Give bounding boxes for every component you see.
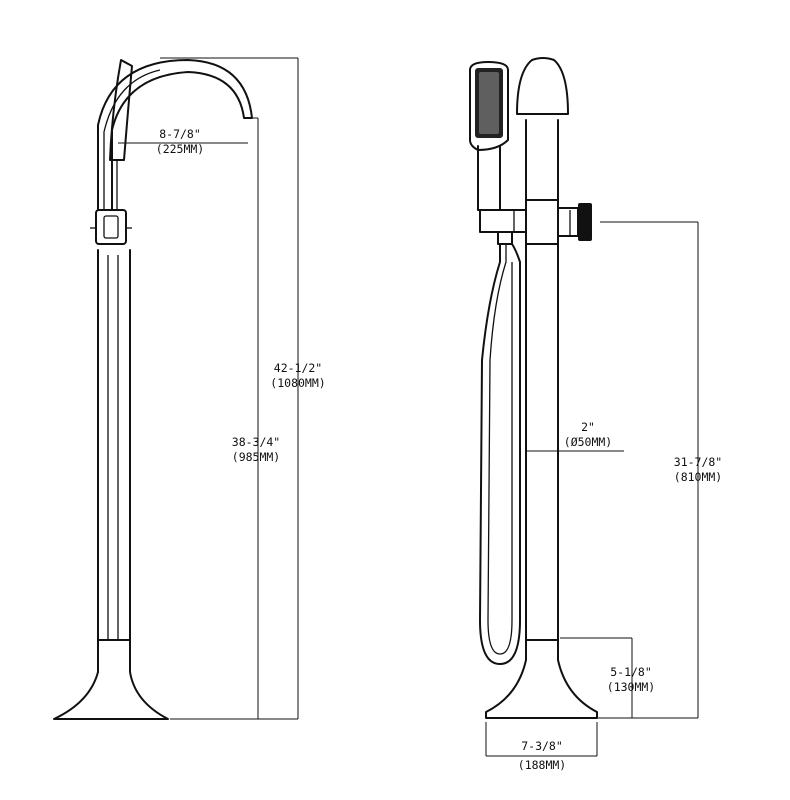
front-base (485, 639, 598, 719)
front-cap (516, 57, 569, 115)
handle-height-imperial: 31-7/8" (674, 455, 722, 469)
base-height-imperial: 5-1/8" (610, 665, 652, 679)
side-dimensions: 8-7/8" (225MM) 42-1/2" (1080MM) 38-3/4" … (118, 57, 326, 720)
front-view (469, 57, 598, 719)
front-handshower-head (469, 61, 509, 151)
base-width-metric: (188MM) (518, 758, 566, 772)
base-height-metric: (130MM) (607, 680, 655, 694)
base-width-imperial: 7-3/8" (521, 739, 563, 753)
front-hose (479, 243, 521, 665)
overall-height-metric: (1080MM) (270, 376, 325, 390)
front-lever-handle (578, 203, 592, 241)
side-view (53, 59, 258, 720)
spout-height-imperial: 38-3/4" (232, 435, 280, 449)
spout-reach-metric: (225MM) (156, 142, 204, 156)
side-base (53, 639, 169, 720)
front-dimensions: 2" (Ø50MM) 31-7/8" (810MM) 5-1/8" (130MM… (485, 221, 722, 772)
front-handshower-handle (477, 145, 501, 211)
front-spray-face (475, 68, 503, 138)
overall-height-imperial: 42-1/2" (274, 361, 322, 375)
handle-height-metric: (810MM) (674, 470, 722, 484)
spout-height-metric: (985MM) (232, 450, 280, 464)
pipe-diameter-metric: (Ø50MM) (564, 435, 612, 449)
spout-reach-imperial: 8-7/8" (159, 127, 201, 141)
front-valve-body (525, 199, 559, 245)
side-holder (95, 209, 127, 245)
pipe-diameter-imperial: 2" (581, 420, 595, 434)
